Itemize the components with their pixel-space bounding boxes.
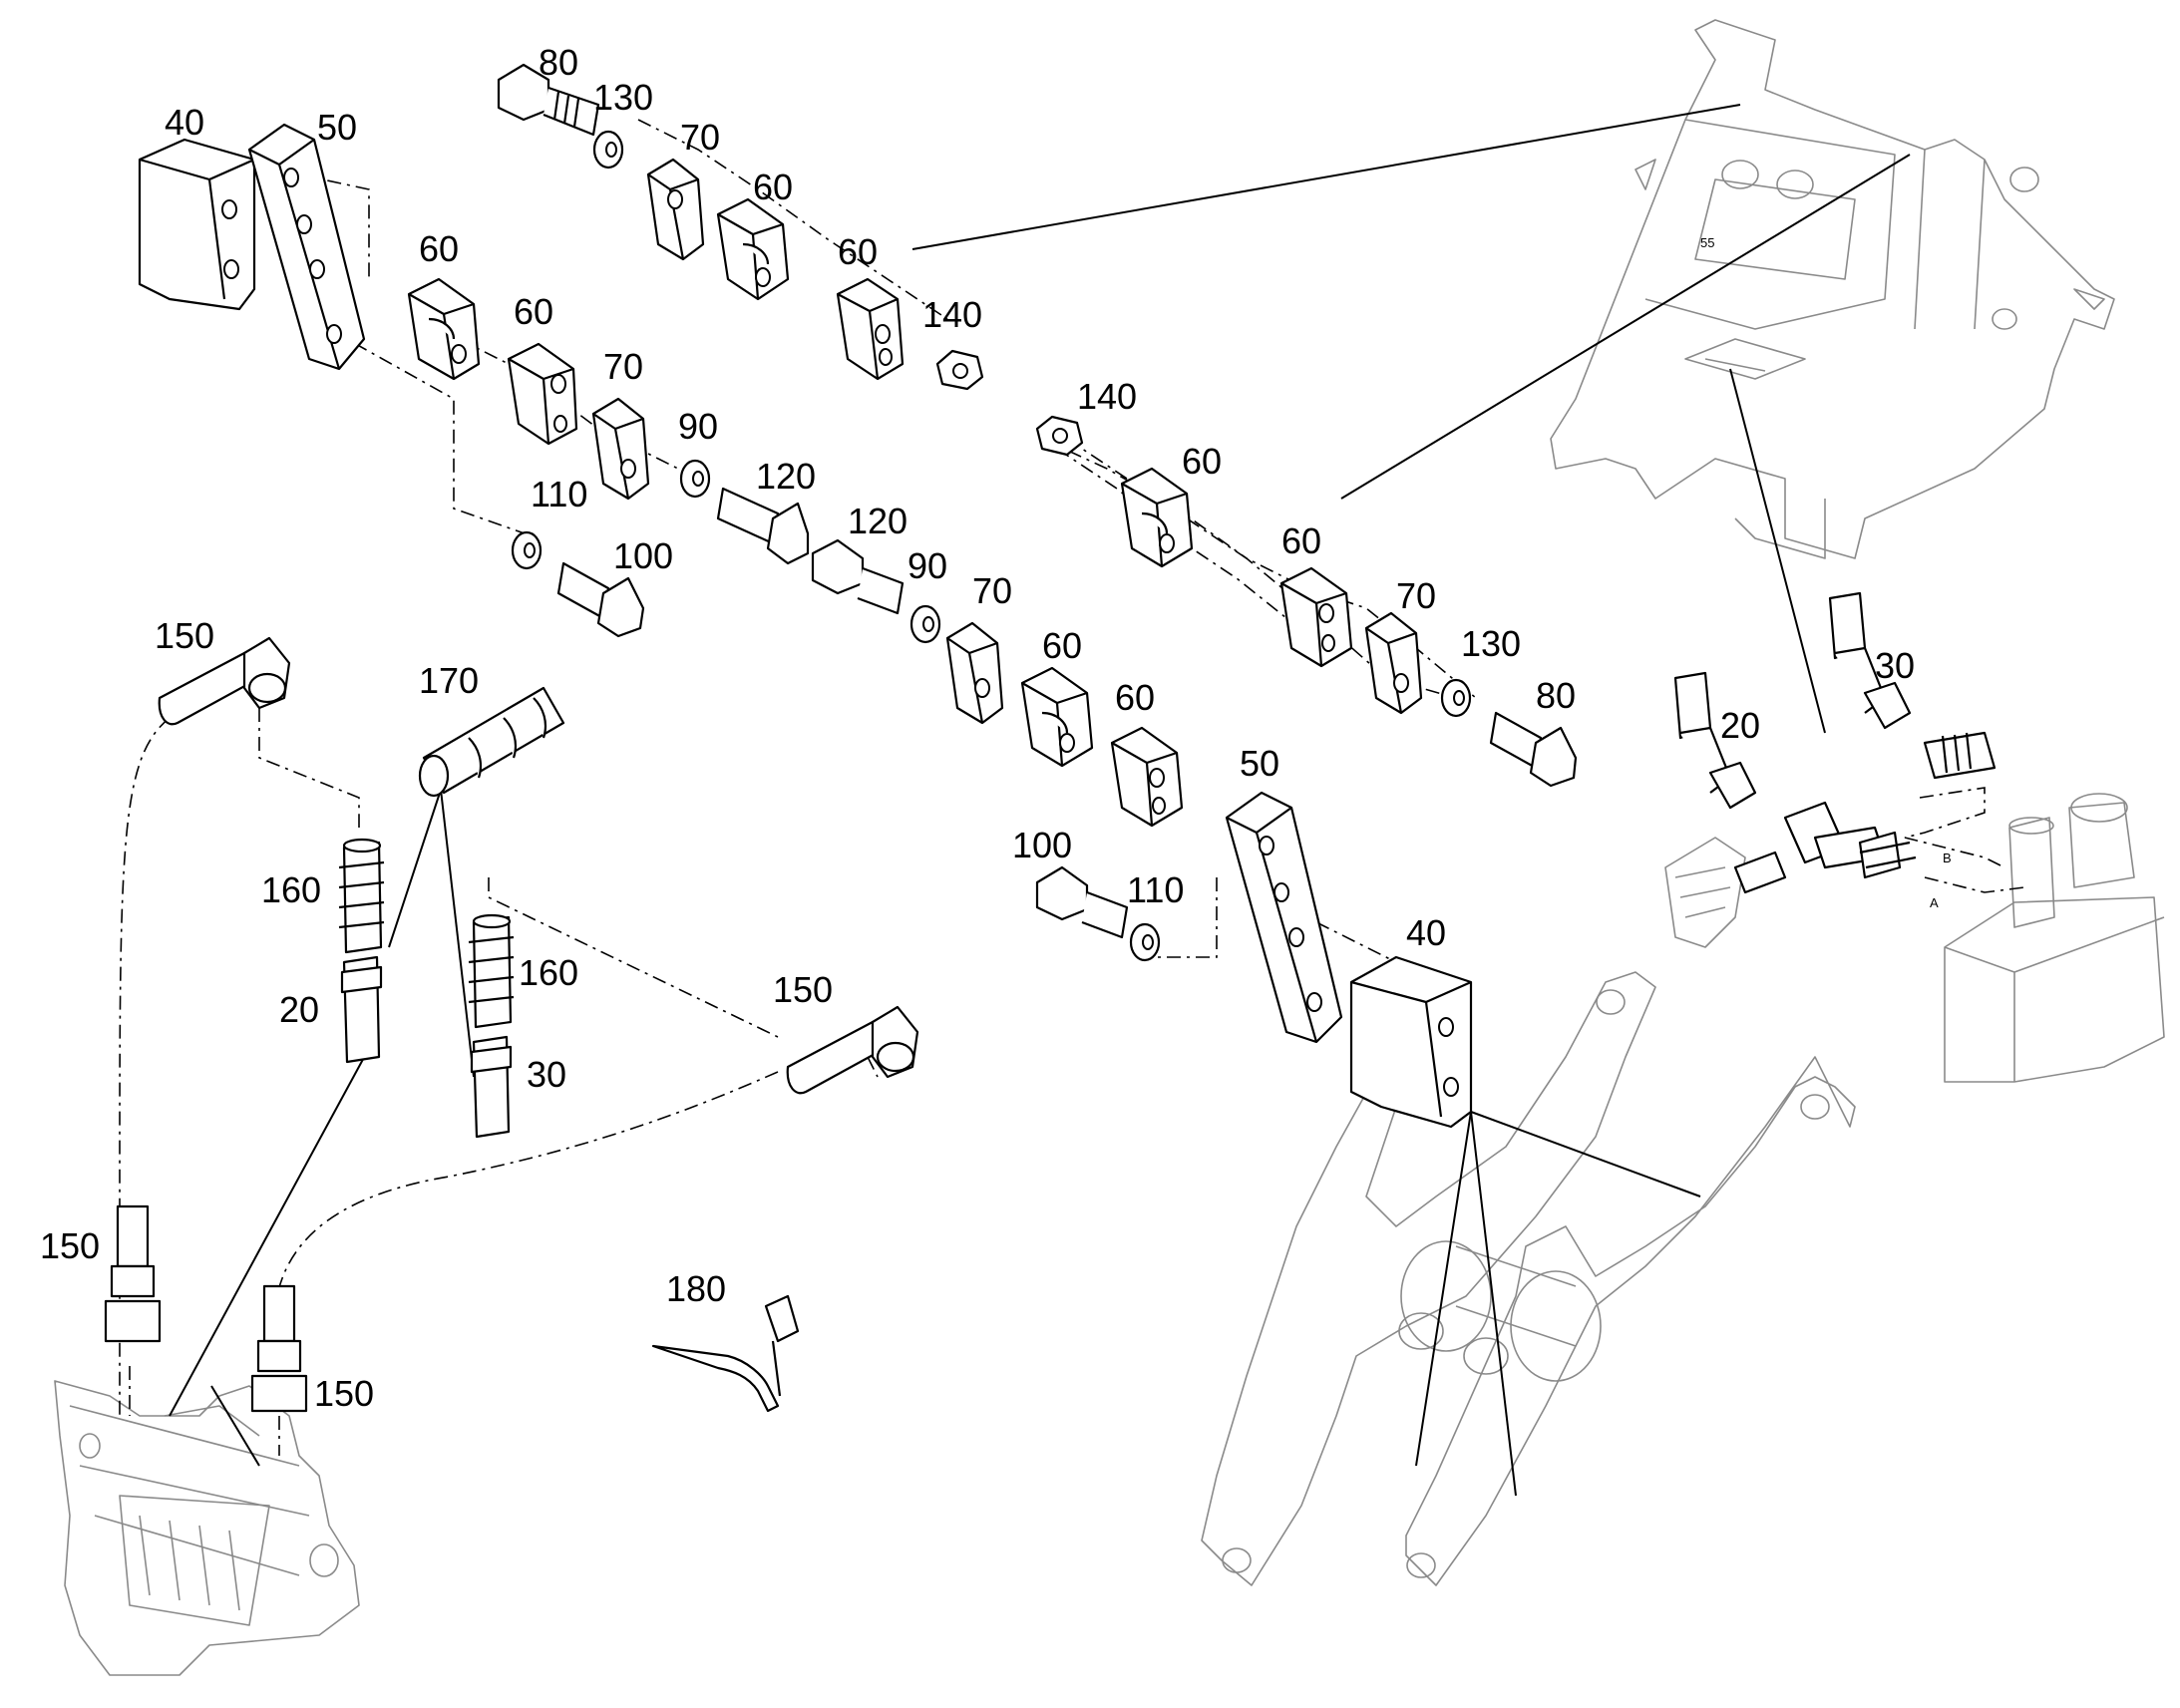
fitting-150-lower-left: [104, 1204, 162, 1343]
bolt-100-right: [1035, 865, 1129, 939]
callout-70: 70: [1396, 575, 1436, 616]
callout-20: 20: [1720, 705, 1760, 746]
bolt-120-middle: [811, 538, 905, 615]
clamp-70-middle: [945, 621, 1004, 725]
callout-140: 140: [922, 294, 982, 335]
callout-120: 120: [848, 501, 908, 541]
clamp-70-right: [1364, 611, 1423, 715]
callout-80: 80: [539, 42, 578, 83]
callout-40: 40: [165, 102, 204, 143]
bolt-120-left: [716, 487, 810, 565]
callout-130: 130: [1461, 623, 1521, 664]
plate-50-right: [1225, 791, 1343, 1044]
callout-150: 150: [773, 969, 833, 1010]
assembly-dash-lines: [119, 119, 2025, 1456]
callout-30: 30: [527, 1054, 566, 1095]
tube-30-right: [1828, 591, 1912, 730]
bolt-80-top: [497, 63, 600, 137]
callout-120: 120: [756, 456, 816, 497]
callout-100: 100: [613, 535, 673, 576]
callout-60: 60: [1281, 520, 1321, 561]
clamp-70-top: [646, 158, 705, 261]
callout-70: 70: [972, 570, 1012, 611]
callout-60: 60: [753, 167, 793, 207]
callout-50: 50: [1240, 743, 1279, 784]
clamp-60-right-b: [1279, 566, 1353, 668]
callout-110: 110: [1127, 869, 1184, 910]
lift-arm-assembly: [1201, 971, 1856, 1586]
block-40-left: [138, 138, 256, 311]
callout-60: 60: [419, 228, 459, 269]
clamp-60-left-a: [407, 277, 481, 381]
callout-80: 80: [1536, 675, 1576, 716]
control-valve-assembly: B A: [1930, 793, 2165, 1083]
block-40-right: [1349, 955, 1473, 1129]
bolt-100-left: [556, 561, 645, 638]
cable-tie-180: [651, 1294, 800, 1413]
washer-130-top: [592, 130, 624, 170]
valve-tee-fitting-group: [1664, 731, 1997, 948]
washer-110-right: [1129, 922, 1161, 962]
callout-140: 140: [1077, 376, 1137, 417]
valve-port-a: A: [1930, 895, 1939, 910]
coupling-160-left: [338, 838, 385, 954]
callout-130: 130: [593, 77, 653, 118]
bolt-80-right: [1489, 711, 1578, 788]
nut-140-right: [1035, 415, 1084, 457]
washer-90-left: [679, 459, 711, 499]
loader-frame-assembly: 55: [1550, 19, 2115, 559]
callout-90: 90: [908, 545, 947, 586]
callout-40: 40: [1406, 912, 1446, 953]
elbow-150-upper: [158, 636, 291, 726]
tube-20-right: [1673, 671, 1757, 810]
tube-30-left: [470, 1035, 513, 1139]
callout-90: 90: [678, 406, 718, 447]
leader-lines: [169, 104, 1911, 1497]
clamp-60-top-a: [716, 197, 790, 301]
callout-150: 150: [40, 1225, 100, 1266]
nut-140-top: [935, 349, 984, 391]
spring-170: [418, 686, 565, 798]
callout-160: 160: [519, 952, 578, 993]
callout-labels: 80 130 70 60 60 140 40 50 60 60 70 90 11…: [40, 42, 1915, 1414]
frame-marking: 55: [1700, 235, 1714, 250]
washer-90-middle: [909, 604, 941, 644]
callout-150: 150: [155, 615, 214, 656]
plate-50-left: [247, 123, 366, 371]
callout-60: 60: [1042, 625, 1082, 666]
quick-coupler-assembly: [54, 1380, 360, 1676]
washer-130-right: [1440, 678, 1472, 718]
tube-20-left: [340, 955, 383, 1064]
clamp-60-right-a: [1120, 467, 1194, 568]
valve-port-b: B: [1943, 851, 1952, 865]
callout-160: 160: [261, 869, 321, 910]
callout-30: 30: [1875, 645, 1915, 686]
clamp-60-left-b: [507, 342, 578, 446]
callout-70: 70: [680, 117, 720, 158]
callout-110: 110: [531, 474, 587, 514]
callout-60: 60: [514, 291, 553, 332]
coupling-160-right: [468, 913, 515, 1029]
callout-60: 60: [838, 231, 878, 272]
washer-110-left: [511, 530, 543, 570]
callout-100: 100: [1012, 825, 1072, 865]
clamp-60-middle-b: [1110, 726, 1184, 828]
clamp-70-left: [591, 397, 650, 501]
clamp-60-top-b: [836, 277, 905, 381]
clamp-60-middle-a: [1020, 666, 1094, 768]
callout-170: 170: [419, 660, 479, 701]
callout-60: 60: [1115, 677, 1155, 718]
callout-20: 20: [279, 989, 319, 1030]
elbow-150-middle: [786, 1005, 919, 1095]
callout-50: 50: [317, 107, 357, 148]
callout-70: 70: [603, 346, 643, 387]
callout-180: 180: [666, 1268, 726, 1309]
callout-60: 60: [1182, 441, 1222, 482]
fitting-150-lower-right: [250, 1284, 308, 1413]
callout-150: 150: [314, 1373, 374, 1414]
